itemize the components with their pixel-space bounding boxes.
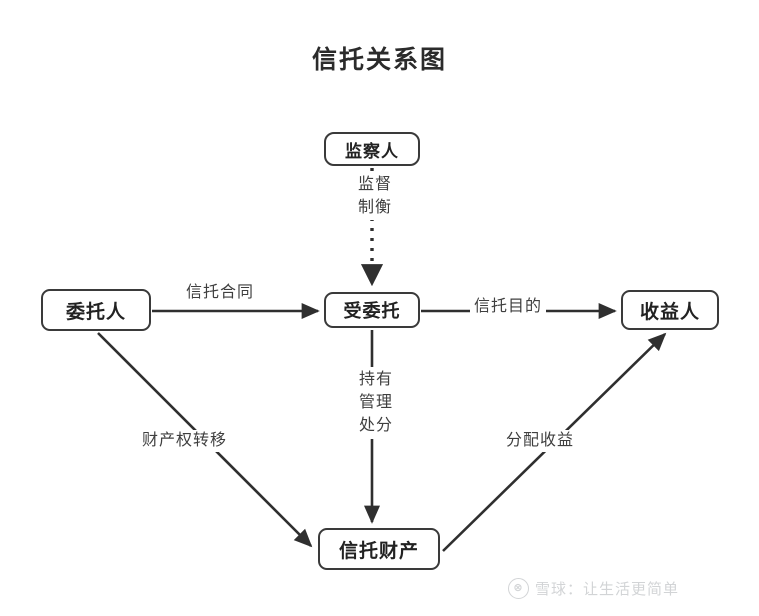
node-property[interactable]: 信托财产 <box>318 528 440 570</box>
edge-label-contract: 信托合同 <box>182 282 259 304</box>
watermark: ⊗ 雪球：让生活更简单 <box>508 578 679 599</box>
node-beneficiary[interactable]: 收益人 <box>621 290 719 330</box>
node-supervisor[interactable]: 监察人 <box>324 132 420 166</box>
edge-label-supervise-line-1: 监督 <box>357 176 392 193</box>
node-settlor[interactable]: 委托人 <box>41 289 151 331</box>
page-title: 信托关系图 <box>311 46 447 74</box>
xueqiu-logo-icon: ⊗ <box>508 578 529 599</box>
edge-label-distribute: 分配收益 <box>503 430 578 452</box>
edge-label-purpose: 信托目的 <box>470 296 547 318</box>
edge-label-transfer: 财产权转移 <box>139 430 231 452</box>
node-trustee[interactable]: 受委托 <box>324 292 420 328</box>
edge-label-hold-line-1: 持有 <box>358 371 393 388</box>
watermark-text: 雪球：让生活更简单 <box>535 581 680 598</box>
edge-label-hold-line-3: 处分 <box>358 417 393 435</box>
edge-label-hold: 持有 管理 处分 <box>347 367 405 439</box>
edge-label-supervise: 监督 制衡 <box>348 172 402 221</box>
edge-label-supervise-line-2: 制衡 <box>357 199 392 217</box>
edge-label-hold-line-2: 管理 <box>358 394 393 412</box>
